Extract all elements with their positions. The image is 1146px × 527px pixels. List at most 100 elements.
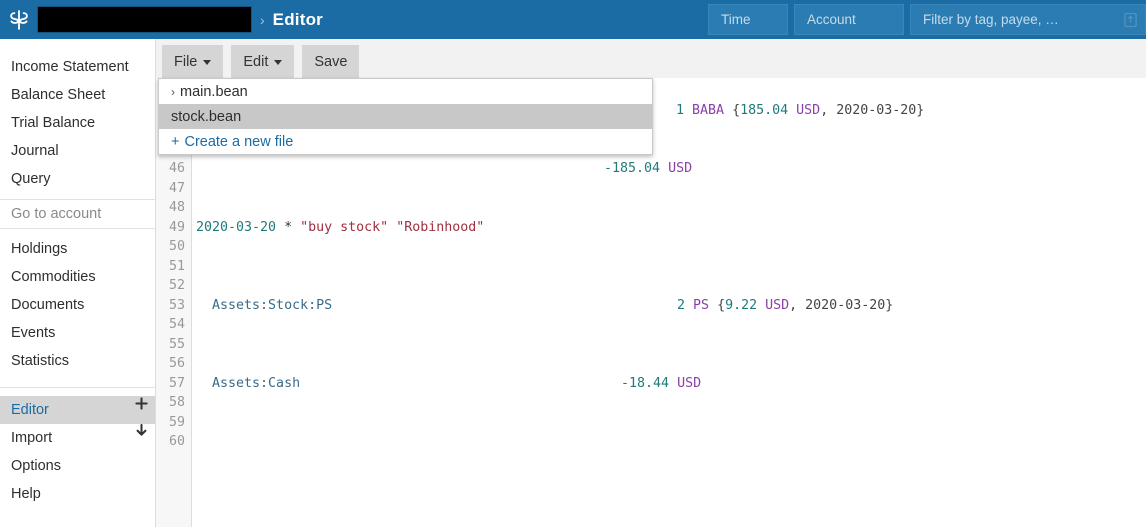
- app-logo[interactable]: [0, 0, 37, 39]
- sidebar-item-events[interactable]: Events: [0, 319, 155, 347]
- page-title: Editor: [272, 9, 323, 29]
- sidebar-item-documents[interactable]: Documents: [0, 291, 155, 319]
- editor-toolbar: File Edit Save: [156, 39, 1146, 78]
- code-line: -185.04 USD: [604, 161, 693, 176]
- sidebar-item-statistics[interactable]: Statistics: [0, 347, 155, 375]
- breadcrumb-separator: ›: [260, 11, 265, 28]
- line-number: 51: [168, 258, 185, 274]
- tag-payee-filter-input[interactable]: Filter by tag, payee, …: [910, 4, 1146, 35]
- line-number: 56: [168, 356, 185, 371]
- file-menu-item-create-new-file[interactable]: + Create a new file: [159, 129, 652, 154]
- line-number: 47: [168, 180, 185, 196]
- sidebar-item-import[interactable]: Import: [0, 424, 155, 452]
- sidebar-gap-3: [0, 388, 155, 396]
- editor-add-file-button[interactable]: [128, 397, 154, 414]
- import-download-button[interactable]: [128, 423, 154, 442]
- save-button-label: Save: [314, 53, 348, 70]
- filter-bar: Time Account Filter by tag, payee, …: [708, 0, 1146, 39]
- file-menu-item-label: stock.bean: [171, 108, 242, 125]
- sidebar-item-trial-balance[interactable]: Trial Balance: [0, 109, 155, 137]
- chevron-down-icon: [203, 60, 212, 65]
- posting-units: 2: [677, 297, 686, 313]
- posting-account: Assets:Cash: [212, 375, 301, 391]
- sidebar-item-label: Statistics: [11, 353, 70, 369]
- code-content[interactable]: 1 BABA {185.04 USD, 2020-03-20} -185.04 …: [192, 78, 1146, 527]
- txn-flag: *: [284, 219, 293, 235]
- chevron-right-icon: ›: [171, 84, 175, 99]
- line-number: 59: [168, 414, 185, 430]
- line-number: 46: [168, 161, 185, 176]
- file-menu-item-stock-bean[interactable]: stock.bean: [159, 104, 652, 129]
- sidebar-item-help[interactable]: Help: [0, 480, 155, 508]
- code-line-45: [196, 452, 1146, 472]
- sidebar-gap-2: [0, 375, 155, 387]
- file-menu-item-main-bean[interactable]: › main.bean: [159, 79, 652, 104]
- posting-commodity: BABA: [692, 102, 725, 118]
- sidebar-item-balance-sheet[interactable]: Balance Sheet: [0, 81, 155, 109]
- sidebar-item-editor[interactable]: Editor: [0, 396, 155, 424]
- sidebar-item-label: Journal: [11, 143, 59, 159]
- posting-units: 1: [676, 102, 685, 118]
- beancount-logo-icon: [9, 9, 28, 30]
- sidebar-item-label: Documents: [11, 297, 85, 313]
- line-number: 48: [168, 200, 185, 215]
- posting-account: Assets:Stock:PS: [212, 297, 333, 313]
- chevron-down-icon: [274, 60, 283, 65]
- txn-narration: "buy stock": [300, 219, 389, 235]
- posting-amount: -18.44: [621, 375, 670, 391]
- code-line-44: Assets:Cash -18.44 USD: [196, 374, 1146, 394]
- sidebar-item-label: Balance Sheet: [11, 87, 106, 103]
- sidebar: Income Statement Balance Sheet Trial Bal…: [0, 39, 156, 527]
- txn-date: 2020-03-20: [196, 219, 277, 235]
- sidebar-item-income-statement[interactable]: Income Statement: [0, 53, 155, 81]
- sidebar-item-holdings[interactable]: Holdings: [0, 235, 155, 263]
- line-number: 54: [168, 317, 185, 332]
- posting-cost: {: [732, 102, 741, 118]
- plus-icon: [134, 397, 148, 410]
- download-arrow-icon: [136, 423, 146, 436]
- plus-icon: +: [171, 133, 180, 150]
- sidebar-item-label: Income Statement: [11, 59, 129, 75]
- sidebar-divider: [0, 387, 155, 388]
- sidebar-item-journal[interactable]: Journal: [0, 137, 155, 165]
- sidebar-item-label: Holdings: [11, 241, 68, 257]
- line-number: 50: [168, 239, 185, 254]
- sidebar-item-label: Trial Balance: [11, 115, 96, 131]
- line-number: 52: [168, 278, 185, 293]
- line-number: 55: [168, 336, 185, 352]
- line-number: 58: [168, 395, 185, 410]
- sidebar-item-label: Commodities: [11, 269, 96, 285]
- time-filter-placeholder: Time: [721, 12, 751, 27]
- code-line-42: 2020-03-20 * "buy stock" "Robinhood": [196, 218, 1146, 238]
- tag-payee-filter-placeholder: Filter by tag, payee, …: [923, 12, 1059, 27]
- app-body: Income Statement Balance Sheet Trial Bal…: [0, 39, 1146, 527]
- posting-amount: -185.04: [604, 161, 661, 176]
- account-filter-input[interactable]: Account: [794, 4, 904, 35]
- main-panel: File Edit Save 42 43 44 45 46: [156, 39, 1146, 527]
- sidebar-top-gap: [0, 39, 155, 53]
- edit-menu-button[interactable]: Edit: [231, 45, 295, 78]
- file-menu-item-label: main.bean: [180, 83, 248, 100]
- line-number: 57: [168, 375, 185, 391]
- file-dropdown-menu[interactable]: › main.bean stock.bean + Create a new fi…: [158, 78, 653, 155]
- go-to-account-input[interactable]: Go to account: [0, 199, 155, 229]
- line-number: 60: [168, 434, 185, 449]
- line-number: 49: [168, 219, 185, 235]
- posting-currency: USD: [677, 375, 702, 391]
- app-header: › Editor Time Account Filter by tag, pay…: [0, 0, 1146, 39]
- redacted-ledger-name[interactable]: [37, 6, 252, 33]
- file-menu-button[interactable]: File: [162, 45, 224, 78]
- sidebar-item-query[interactable]: Query: [0, 165, 155, 193]
- code-hidden-lines: 1 BABA {185.04 USD, 2020-03-20} -185.04 …: [196, 78, 1146, 198]
- sidebar-item-label: Help: [11, 486, 41, 502]
- time-filter-input[interactable]: Time: [708, 4, 788, 35]
- sidebar-item-commodities[interactable]: Commodities: [0, 263, 155, 291]
- save-button[interactable]: Save: [302, 45, 360, 78]
- sidebar-item-label: Editor: [11, 402, 49, 418]
- sidebar-item-options[interactable]: Options: [0, 452, 155, 480]
- posting-commodity: PS: [693, 297, 710, 313]
- account-filter-placeholder: Account: [807, 12, 856, 27]
- sidebar-item-label: Events: [11, 325, 56, 341]
